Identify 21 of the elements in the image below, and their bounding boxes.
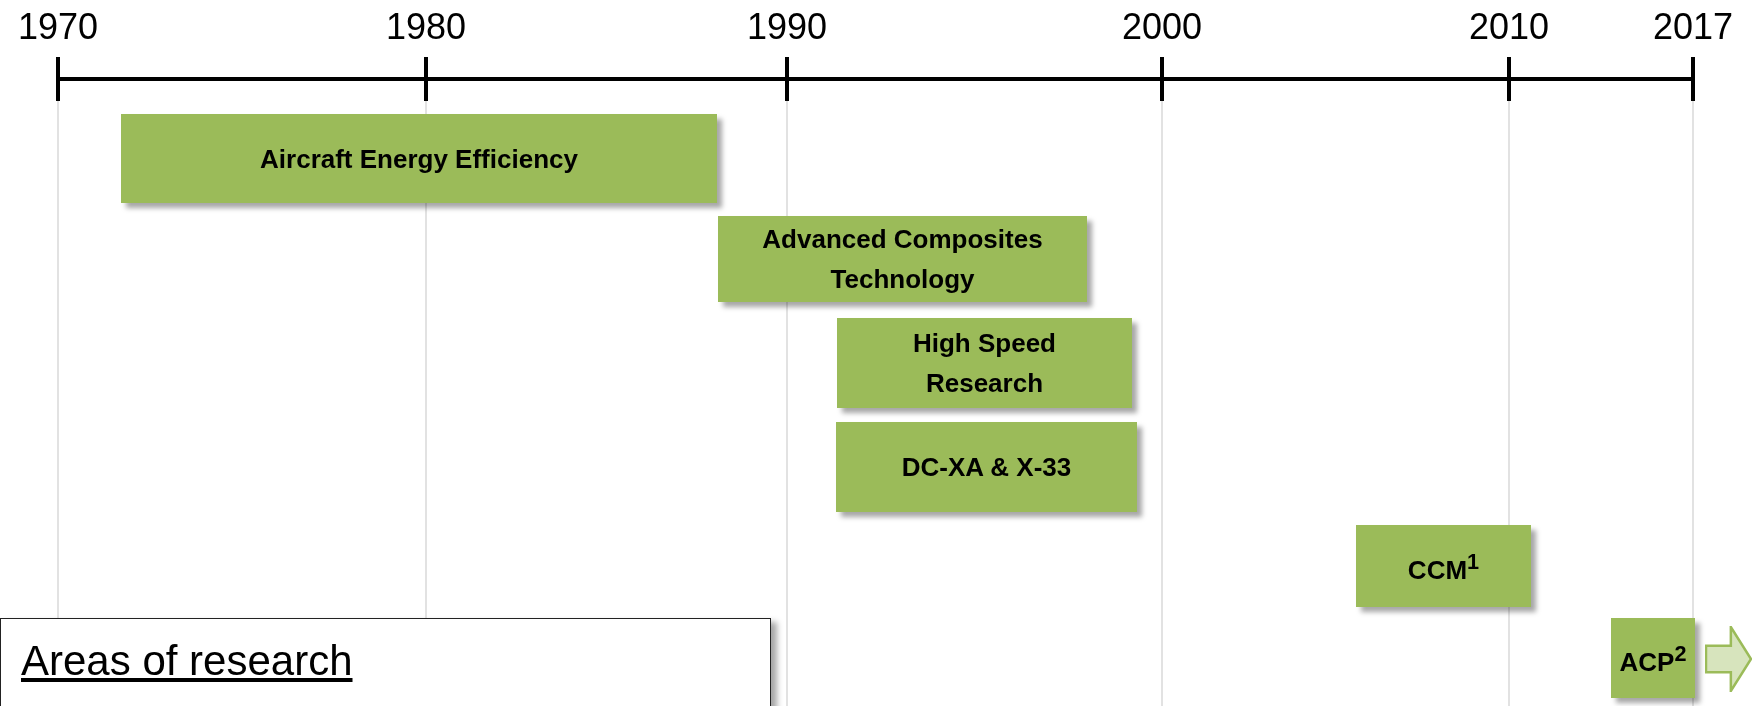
block-arrow [1705,626,1752,692]
text-box [0,618,771,706]
year-label: 1990 [746,6,828,48]
year-label: 2000 [1121,6,1203,48]
year-label: 1980 [385,6,467,48]
year-label: 2010 [1468,6,1550,48]
bar-label: DC-XA & X-33 [901,452,1072,482]
bar-label: High Speed Research [913,328,1056,398]
year-label: 2017 [1652,6,1734,48]
year-label: 1970 [17,6,99,48]
bar-label: Advanced Composites Technology [762,224,1043,294]
timeline-bar [1356,525,1531,607]
bar-label: Aircraft Energy Efficiency [260,143,578,174]
timeline-bar [1611,618,1695,698]
bar-label: ACP$^{2}$ [1619,646,1687,677]
timeline-bar [837,318,1132,408]
bar-label: CCM$^{1}$ [1407,554,1480,585]
timeline-bar [121,114,717,203]
timeline-bar [836,422,1137,512]
heading: Areas of research [21,637,353,684]
timeline-bar [718,216,1087,302]
